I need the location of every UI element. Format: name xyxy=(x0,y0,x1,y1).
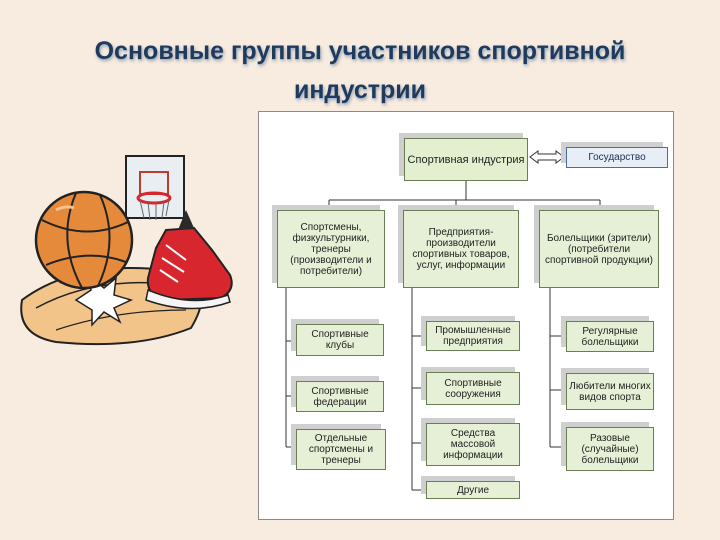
page-title-line-2: индустрии xyxy=(293,76,427,104)
basketball-illustration xyxy=(20,155,233,346)
group-producers: Предприятия-производители спортивных тов… xyxy=(403,210,519,288)
double-arrow-icon xyxy=(529,150,565,164)
page-title-line-1: Основные группы участников спортивной xyxy=(94,37,626,65)
node-casual-fans: Разовые (случайные) болельщики xyxy=(566,427,654,471)
node-regular-fans: Регулярные болельщики xyxy=(566,321,654,352)
group-fans: Болельщики (зрители) (потребители спорти… xyxy=(539,210,659,288)
sneaker-icon xyxy=(145,210,233,310)
government-node: Государство xyxy=(566,147,668,168)
node-sports-facilities: Спортивные сооружения xyxy=(426,372,520,405)
node-sports-federations: Спортивные федерации xyxy=(296,381,384,412)
node-industrial-enterprises: Промышленные предприятия xyxy=(426,321,520,351)
group-athletes: Спортсмены, физкультурники, тренеры (про… xyxy=(277,210,385,288)
node-individual-athletes: Отдельные спортсмены и тренеры xyxy=(296,429,386,470)
basketball-icon xyxy=(34,190,134,290)
node-sports-clubs: Спортивные клубы xyxy=(296,324,384,356)
basketball-hoop-icon xyxy=(125,155,185,221)
node-multi-sport-fans: Любители многих видов спорта xyxy=(566,373,654,410)
root-node: Спортивная индустрия xyxy=(404,138,528,181)
node-mass-media: Средства массовой информации xyxy=(426,423,520,466)
node-other: Другие xyxy=(426,481,520,499)
